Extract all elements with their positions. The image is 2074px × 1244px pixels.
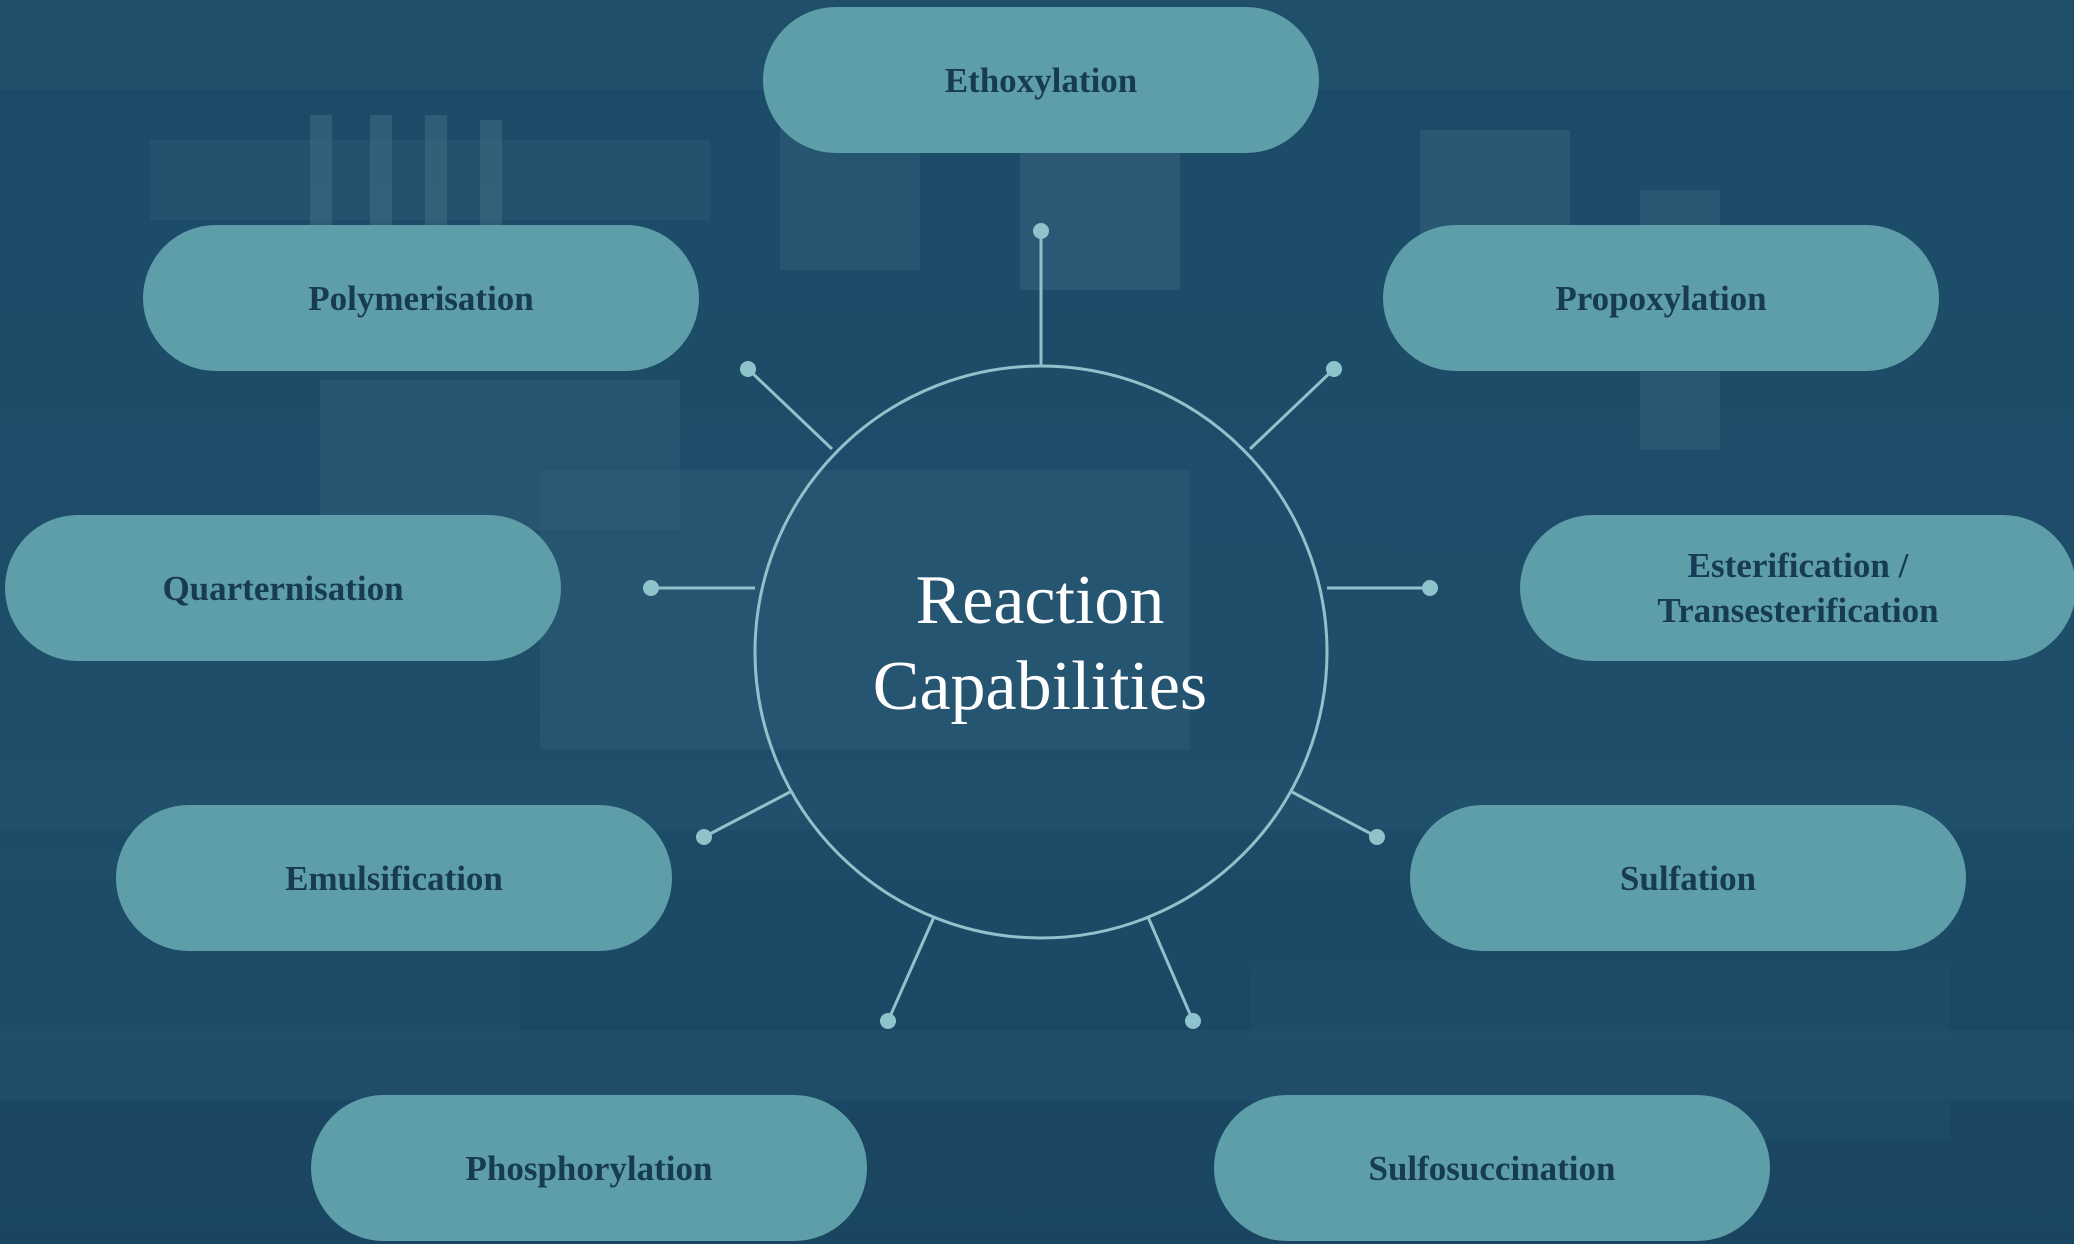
node-ethoxylation: Ethoxylation bbox=[763, 7, 1319, 153]
node-polymerisation: Polymerisation bbox=[143, 225, 699, 371]
connector-polymerisation bbox=[746, 367, 834, 451]
endpoint-dot bbox=[880, 1013, 896, 1029]
node-label: Sulfosuccination bbox=[1368, 1148, 1616, 1188]
node-label: Sulfation bbox=[1619, 858, 1757, 898]
node-label: Quarternisation bbox=[162, 568, 404, 608]
node-label: Emulsification bbox=[285, 858, 503, 898]
connector-phosphorylation bbox=[886, 916, 936, 1022]
center-title-line2: Capabilities bbox=[872, 648, 1208, 725]
node-emulsification: Emulsification bbox=[116, 805, 672, 951]
node-propoxylation: Propoxylation bbox=[1383, 225, 1939, 371]
endpoint-dot bbox=[643, 580, 659, 596]
node-sulfation: Sulfation bbox=[1410, 805, 1966, 951]
center-title: Reaction Capabilities bbox=[760, 558, 1320, 738]
node-label: Propoxylation bbox=[1555, 278, 1767, 318]
connector-emulsification bbox=[703, 790, 791, 839]
node-quarternisation: Quarternisation bbox=[5, 515, 561, 661]
endpoint-dot bbox=[1422, 580, 1438, 596]
endpoint-dot bbox=[1326, 361, 1342, 377]
center-title-line1: Reaction bbox=[915, 562, 1165, 639]
node-sulfosuccination: Sulfosuccination bbox=[1214, 1095, 1770, 1241]
node-label: Phosphorylation bbox=[465, 1148, 713, 1188]
node-label-line2: Transesterification bbox=[1657, 591, 1939, 630]
endpoint-dot bbox=[1369, 829, 1385, 845]
endpoint-dot bbox=[1185, 1013, 1201, 1029]
node-label-line1: Esterification / bbox=[1687, 546, 1909, 585]
node-esterification: Esterification / Transesterification bbox=[1520, 515, 2074, 661]
node-label: Ethoxylation bbox=[944, 60, 1138, 100]
connector-sulfation bbox=[1291, 790, 1378, 839]
endpoint-dot bbox=[1033, 223, 1049, 239]
endpoint-dot bbox=[740, 361, 756, 377]
connector-propoxylation bbox=[1248, 367, 1336, 451]
node-phosphorylation: Phosphorylation bbox=[311, 1095, 867, 1241]
connector-sulfosuccination bbox=[1146, 916, 1195, 1022]
endpoint-dot bbox=[696, 829, 712, 845]
node-label: Polymerisation bbox=[308, 278, 534, 318]
